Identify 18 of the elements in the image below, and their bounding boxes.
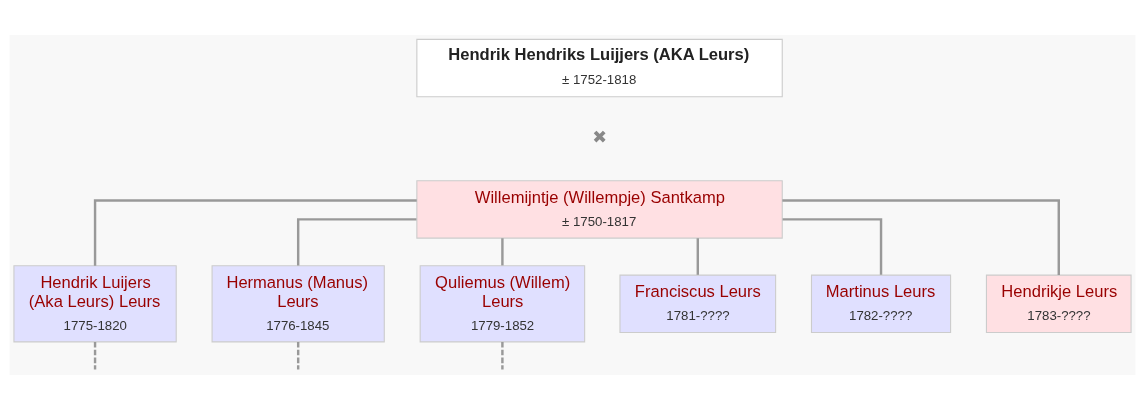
connector (782, 198, 1060, 275)
connector (296, 341, 300, 369)
connector (93, 341, 97, 369)
node-box: Martinus Leurs 1782-???? (810, 274, 952, 333)
label: ✖ (592, 126, 607, 147)
node-box: Hendrikje Leurs 1783-???? (985, 274, 1132, 333)
connector (696, 237, 699, 275)
node-box: Hendrik Luijers (Aka Leurs) Leurs 1775-1820 (13, 264, 177, 342)
connector (501, 237, 504, 265)
connector (501, 341, 504, 369)
node-box: Willemijntje (Willempje) Santkamp ± 1750-1817 (416, 179, 783, 239)
node-box: Franciscus Leurs 1781-???? (619, 274, 777, 333)
connector (93, 198, 417, 266)
connector (296, 217, 417, 266)
node-box: Quliemus (Willem) Leurs 1779-1852 (419, 264, 586, 342)
node-box: Hendrik Hendriks Luijjers (AKA Leurs) ± 1752-1818 (416, 38, 783, 97)
connector (782, 217, 883, 275)
node-box: Hermanus (Manus) Leurs 1776-1845 (211, 264, 385, 342)
